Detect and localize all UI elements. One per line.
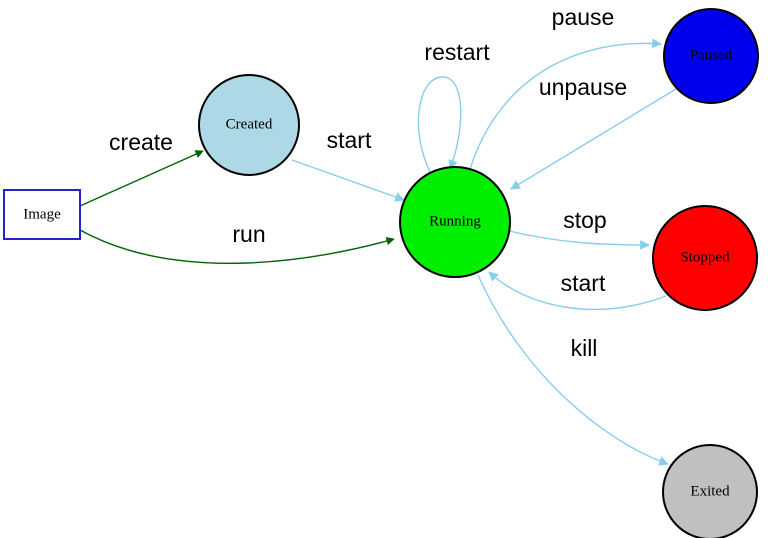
node-created-shape[interactable] <box>198 74 300 176</box>
node-running-shape[interactable] <box>399 166 511 278</box>
node-image[interactable]: Image <box>3 189 81 240</box>
edge-start-created-path <box>291 159 405 202</box>
edge-label-start-stopped: start <box>561 270 606 296</box>
edge-run: run <box>79 221 395 264</box>
edge-stop: stop <box>508 207 650 250</box>
edge-start-stopped-path <box>488 271 667 311</box>
edge-label-restart: restart <box>424 39 490 65</box>
edge-label-kill: kill <box>571 335 598 361</box>
edge-pause-path <box>469 38 662 170</box>
node-image-shape[interactable] <box>3 189 81 240</box>
node-stopped-shape[interactable] <box>652 205 758 311</box>
node-exited-shape[interactable] <box>662 444 758 538</box>
edge-kill: kill <box>477 274 669 466</box>
edge-stop-path <box>508 230 650 250</box>
edge-unpause: unpause <box>510 74 677 190</box>
edge-run-path <box>79 229 395 264</box>
edge-kill-path <box>477 274 669 466</box>
edge-create: create <box>79 129 204 207</box>
node-exited[interactable]: Exited <box>662 444 758 538</box>
edge-label-unpause: unpause <box>539 74 627 100</box>
node-paused[interactable]: Paused <box>663 8 759 104</box>
edge-restart: restart <box>417 39 490 175</box>
edge-label-run: run <box>232 221 265 247</box>
node-running[interactable]: Running <box>399 166 511 278</box>
edge-label-create: create <box>109 129 173 155</box>
edge-label-stop: stop <box>563 207 606 233</box>
node-paused-shape[interactable] <box>663 8 759 104</box>
edge-start-stopped: start <box>488 270 667 311</box>
edge-label-pause: pause <box>552 4 615 30</box>
edge-create-path <box>79 150 204 207</box>
edge-start-created: start <box>291 127 405 202</box>
node-created[interactable]: Created <box>198 74 300 176</box>
edge-unpause-path <box>510 88 677 190</box>
edge-label-start-created: start <box>327 127 372 153</box>
edge-restart-path <box>417 76 462 175</box>
edge-pause: pause <box>469 4 662 170</box>
node-stopped[interactable]: Stopped <box>652 205 758 311</box>
